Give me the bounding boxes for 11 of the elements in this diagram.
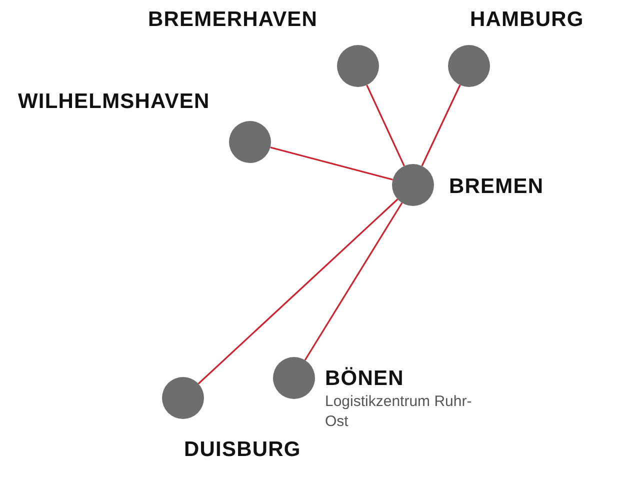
city-name: HAMBURG (470, 8, 584, 32)
rail-line (421, 84, 461, 166)
terminal-name: Logistikzentrum Ruhr-Ost (325, 392, 473, 432)
city-name: BÖNEN (325, 367, 404, 391)
rail-line (366, 84, 405, 166)
city-name: WILHELMSHAVEN (18, 90, 210, 114)
rail-line (198, 198, 398, 384)
rail-line (270, 146, 393, 180)
city-name: BREMERHAVEN (148, 8, 318, 32)
city-name: BREMEN (449, 175, 544, 199)
city-name: DUISBURG (184, 438, 301, 462)
